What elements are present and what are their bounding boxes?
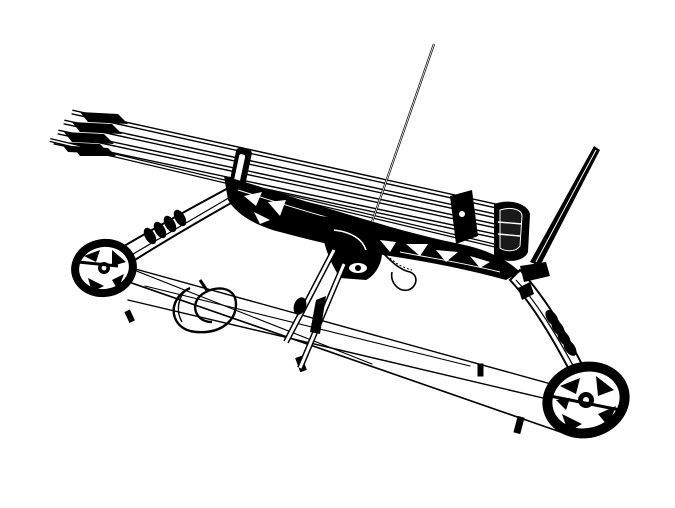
cable-upper: [109, 261, 581, 393]
fletching: [72, 146, 116, 156]
arrow-rest: [383, 253, 417, 292]
peep-line: [95, 254, 373, 365]
string-accessories: [124, 309, 525, 435]
arrow-3: [57, 129, 506, 231]
wrist-sling: [172, 279, 238, 334]
angled-rod: [518, 146, 600, 300]
stabilizer-weight: [310, 296, 326, 334]
limb-damper-lower: [545, 310, 577, 356]
string-silencer: [513, 415, 525, 435]
quiver-mount: [450, 190, 478, 244]
cam-right: [542, 361, 630, 439]
fletching: [64, 132, 114, 144]
quiver-hood: [494, 201, 530, 261]
lower-limb: [508, 268, 594, 392]
arrow-1: [71, 109, 506, 211]
cable-lower: [127, 299, 561, 403]
fletching: [72, 122, 122, 134]
cam-left: [71, 238, 137, 298]
nock-point: [477, 363, 484, 377]
riser: [224, 176, 520, 280]
fletching: [80, 112, 128, 124]
string-stop: [124, 309, 135, 323]
stabilizer: [283, 248, 347, 370]
cable-guard-line: [144, 285, 471, 367]
stabilizer-dampener: [293, 297, 307, 315]
grip: [320, 216, 383, 280]
limb-damper-upper: [143, 209, 187, 245]
arrow-2: [63, 119, 506, 221]
bowstring: [99, 271, 573, 437]
sight-pin: [370, 43, 436, 223]
